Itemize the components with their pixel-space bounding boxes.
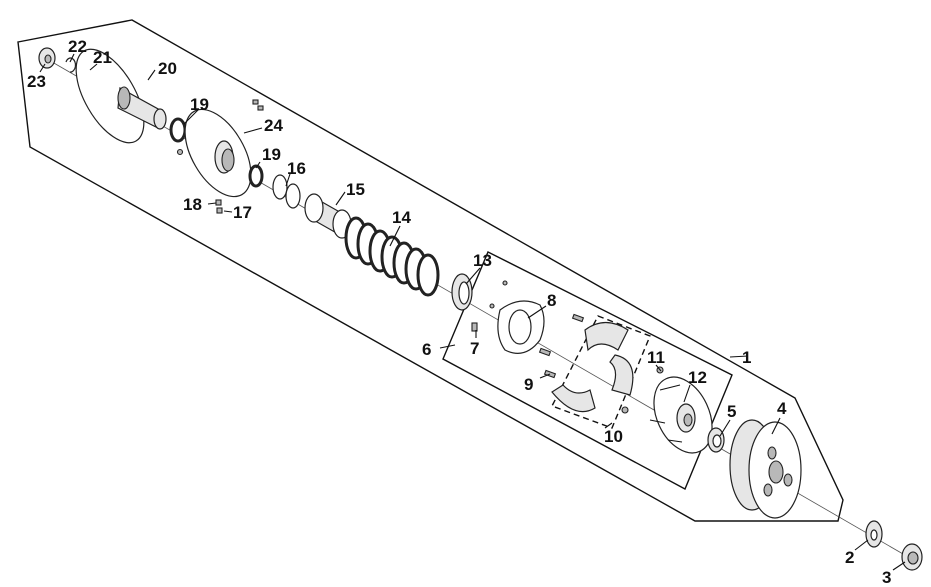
callout-24: 24	[264, 116, 283, 135]
callout-19-upper: 19	[190, 95, 209, 114]
o-ring-19-lower	[248, 164, 264, 188]
bearing-23	[38, 47, 56, 69]
leader-lines	[39, 53, 906, 571]
driven-face-20	[75, 48, 167, 144]
callout-16: 16	[287, 159, 306, 178]
callout-12: 12	[688, 368, 707, 387]
callout-18: 18	[183, 195, 202, 214]
callout-15: 15	[346, 180, 365, 199]
callout-14: 14	[392, 208, 411, 227]
callout-11: 11	[647, 348, 665, 367]
callout-5: 5	[727, 402, 736, 421]
callout-6: 6	[422, 340, 431, 359]
movable-face-24	[176, 99, 264, 198]
callout-23: 23	[27, 72, 46, 91]
drive-plate-12	[649, 376, 713, 454]
guide-pins-17-18	[215, 199, 223, 214]
callout-4: 4	[777, 399, 787, 418]
callout-3: 3	[882, 568, 891, 587]
clutch-assembly-outline	[442, 251, 733, 490]
spring-seat-13	[451, 273, 473, 311]
clutch-shoes-10	[551, 315, 651, 429]
callout-13: 13	[473, 251, 492, 270]
callout-10: 10	[604, 427, 623, 446]
callout-21: 21	[93, 48, 112, 67]
clutch-plate-8	[489, 280, 545, 354]
seal-collar-15	[304, 193, 352, 239]
callout-9: 9	[524, 375, 533, 394]
callout-7: 7	[470, 339, 479, 358]
washer-2	[865, 520, 883, 548]
clutch-bell-4	[729, 419, 802, 519]
callout-19-lower: 19	[262, 145, 281, 164]
assembly-outline	[17, 19, 844, 522]
callout-20: 20	[158, 59, 177, 78]
clutch-springs-9	[538, 313, 585, 379]
oil-seals-16	[272, 174, 301, 209]
callout-17: 17	[233, 203, 252, 222]
driven-spring-14	[344, 216, 440, 297]
circlip-22	[65, 57, 77, 73]
callout-8: 8	[547, 291, 556, 310]
pin-7	[471, 322, 478, 332]
washer-5	[707, 427, 725, 453]
callout-22: 22	[68, 37, 87, 56]
nut-3	[901, 543, 923, 571]
callout-1: 1	[742, 348, 751, 367]
o-ring-19-upper	[169, 117, 187, 143]
callout-2: 2	[845, 548, 854, 567]
